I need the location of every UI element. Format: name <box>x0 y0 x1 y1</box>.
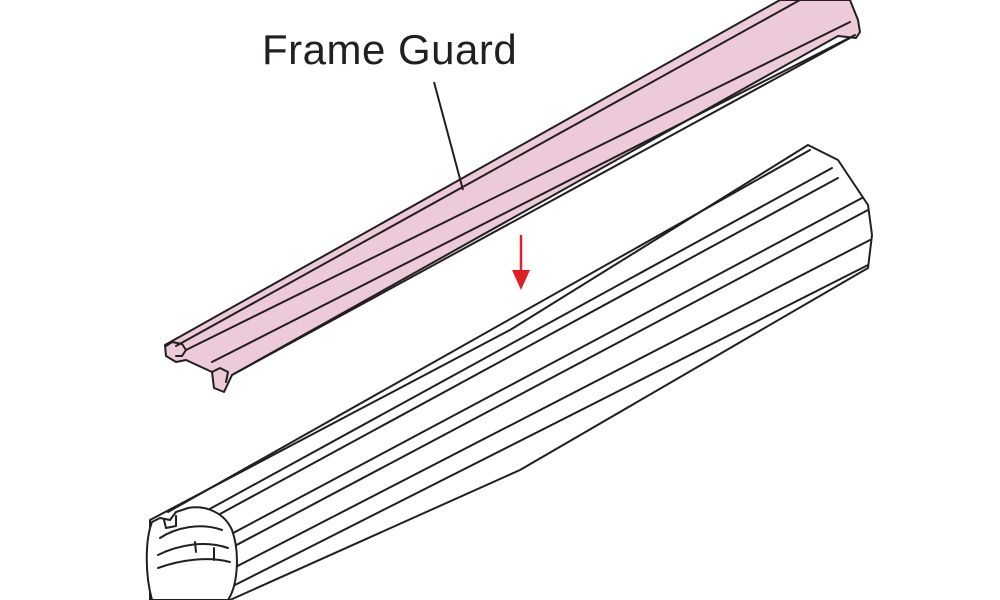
frame-tube-end-face <box>145 506 238 600</box>
frame-tube-end-notch <box>163 515 177 529</box>
frame-guard-label: Frame Guard <box>262 26 518 73</box>
frame-guard-ridge-1 <box>175 0 801 347</box>
frame-tube-groove-top <box>167 149 811 513</box>
frame-tube-groove-4 <box>211 209 869 559</box>
frame-tube-end-inner-top <box>159 525 223 539</box>
callout-leader-line <box>433 81 464 191</box>
frame-tube <box>145 144 873 600</box>
frame-guard-ridge-4 <box>231 37 851 376</box>
frame-tube-groove-3 <box>204 197 863 549</box>
frame-guard-ridge-2 <box>185 21 851 351</box>
frame-guard-end-lip <box>165 341 187 357</box>
frame-guard <box>164 0 861 393</box>
frame-tube-groove-1 <box>174 167 833 529</box>
arrow-down-icon <box>512 235 530 290</box>
frame-tube-end-inner-mid <box>157 543 229 556</box>
frame-tube-end-slot <box>194 541 215 561</box>
frame-guard-ridge-3 <box>211 34 856 363</box>
frame-tube-groove-6 <box>224 264 869 591</box>
frame-tube-groove-2 <box>184 177 839 534</box>
frame-guard-end-hook <box>211 367 229 383</box>
frame-tube-groove-5 <box>219 239 871 576</box>
frame-tube-end-inner-low <box>157 558 231 569</box>
